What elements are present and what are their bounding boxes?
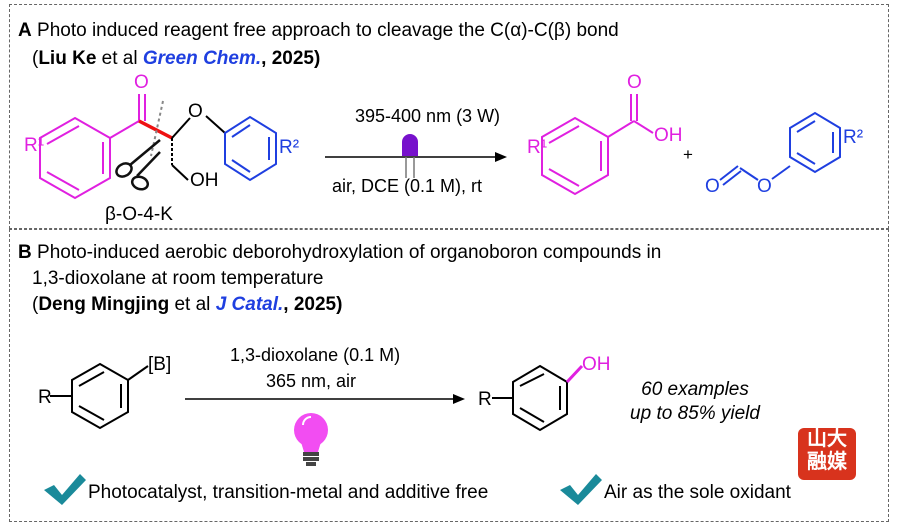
yield-note: 60 examples up to 85% yield <box>620 378 770 426</box>
panel-b-letter: B <box>18 242 32 263</box>
check-icon-1 <box>44 474 86 505</box>
panel-b-citation: (Deng Mingjing et al J Catal., 2025) <box>32 294 342 316</box>
carbonyl-oxygen: O <box>134 72 149 93</box>
panel-a-citation: (Liu Ke et al Green Chem., 2025) <box>32 48 320 70</box>
substrate-oh: OH <box>190 170 219 191</box>
benzoic-acid-ring <box>541 116 609 196</box>
feature-2: Air as the sole oxidant <box>604 482 791 503</box>
condition-a-bottom: air, DCE (0.1 M), rt <box>332 176 482 196</box>
citation-open: ( <box>32 48 39 69</box>
substrate-r-label: R <box>38 387 52 408</box>
citation-etal: et al <box>96 48 143 69</box>
aryl-boron-ring <box>71 362 129 430</box>
formate-carbonyl-oxygen: O <box>705 176 720 197</box>
panel-b-title: B Photo-induced aerobic deborohydroxylat… <box>18 242 661 264</box>
beta-o-bond <box>171 117 191 139</box>
citation-etal: et al <box>169 294 216 315</box>
check-icon-2 <box>560 474 602 505</box>
acid-oh: OH <box>654 125 683 146</box>
substrate-phenoxy-ring <box>224 115 277 182</box>
examples-count: 60 examples <box>641 379 749 400</box>
scissors-icon <box>115 139 161 191</box>
uv-lightbulb-icon <box>294 413 328 466</box>
panel-a <box>9 4 889 229</box>
plus-sign: + <box>683 145 693 164</box>
panel-b <box>9 229 889 522</box>
citation-author: Liu Ke <box>38 48 97 69</box>
panel-a-letter: A <box>18 20 32 41</box>
condition-a-top: 395-400 nm (3 W) <box>355 106 500 126</box>
r2-label: R² <box>279 137 299 158</box>
formate-aryl-ring <box>789 111 841 174</box>
new-c-o-bond <box>565 364 584 384</box>
panel-a-title: A Photo induced reagent free approach to… <box>18 20 619 42</box>
acid-carbonyl-oxygen: O <box>627 72 642 93</box>
citation-open: ( <box>32 294 39 315</box>
panel-b-title-line1: Photo-induced aerobic deborohydroxylatio… <box>37 242 662 263</box>
product-r2-label: R² <box>843 127 863 148</box>
panel-a-title-text: Photo induced reagent free approach to c… <box>37 20 619 41</box>
cleaved-cc-bond <box>138 119 173 140</box>
product-r1-label: R¹ <box>527 137 547 158</box>
yield-range: up to 85% yield <box>630 403 760 424</box>
condition-b-bottom: 365 nm, air <box>266 371 356 391</box>
formate-ester-oxygen: O <box>757 176 772 197</box>
citation-journal: J Catal. <box>215 294 284 315</box>
citation-journal: Green Chem. <box>142 48 262 69</box>
feature-1: Photocatalyst, transition-metal and addi… <box>88 482 489 503</box>
phenol-ring <box>512 364 568 432</box>
watermark-logo: 山大 融媒 <box>798 428 856 480</box>
logo-line-2: 融媒 <box>807 451 847 473</box>
substrate-label: β-O-4-K <box>105 204 173 225</box>
citation-year: , 2025) <box>283 294 343 315</box>
aryl-carbonyl-bond <box>109 120 140 139</box>
condition-b-top: 1,3-dioxolane (0.1 M) <box>230 345 400 365</box>
r1-label: R¹ <box>24 135 44 156</box>
panel-b-title-line2: 1,3-dioxolane at room temperature <box>32 268 324 289</box>
logo-line-1: 山大 <box>807 428 847 450</box>
citation-year: , 2025) <box>261 48 321 69</box>
substrate-aryl-ring <box>39 116 111 200</box>
product-r-label: R <box>478 389 492 410</box>
led-icon <box>402 134 418 178</box>
ether-oxygen: O <box>188 101 203 122</box>
citation-author: Deng Mingjing <box>38 294 170 315</box>
boron-label: [B] <box>148 354 171 375</box>
phenol-oh: OH <box>582 354 611 375</box>
